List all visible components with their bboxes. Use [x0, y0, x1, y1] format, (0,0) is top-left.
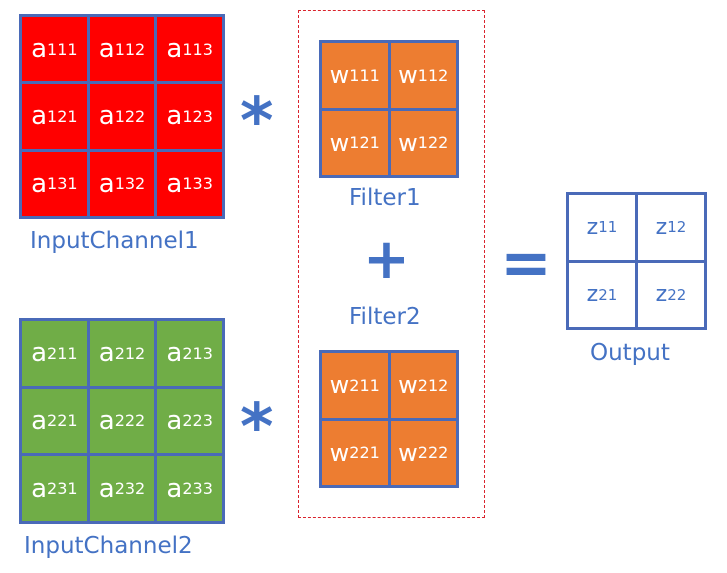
- multiply-operator-1: *: [240, 85, 274, 159]
- plus-operator: +: [363, 227, 410, 292]
- filter-1-label: Filter1: [349, 185, 421, 211]
- filter-group-box: [298, 10, 485, 518]
- input-channel-1-label: InputChannel1: [30, 228, 199, 254]
- filter-2-label: Filter2: [349, 304, 421, 330]
- multiply-operator-2: *: [240, 391, 274, 465]
- equals-operator: =: [500, 226, 552, 299]
- input-channel-2-label: InputChannel2: [24, 533, 193, 559]
- output-label: Output: [590, 340, 670, 366]
